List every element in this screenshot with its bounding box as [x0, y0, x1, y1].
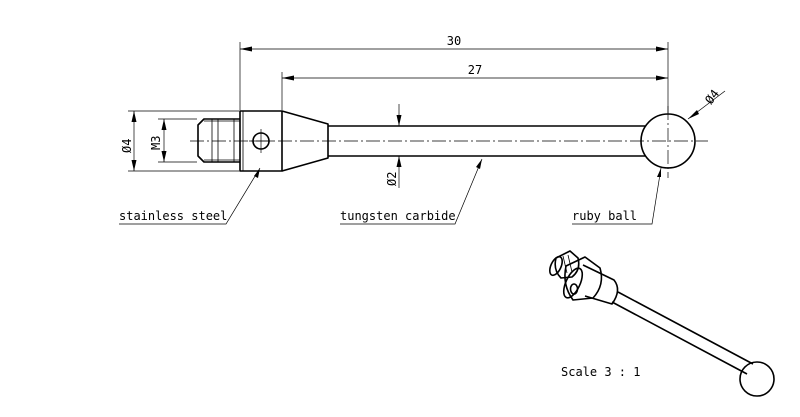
dimension-body-diameter: Ø4 — [120, 110, 239, 172]
stylus-isometric-view — [549, 250, 775, 397]
dimension-shaft: 27 — [281, 63, 668, 110]
dimension-thread: M3 — [149, 118, 197, 163]
thread-section — [197, 118, 240, 163]
iso-cross-hole — [569, 283, 579, 295]
stainless-steel-label: stainless steel — [119, 209, 227, 223]
label-ruby-ball: ruby ball — [572, 167, 662, 225]
tungsten-carbide-label: tungsten carbide — [340, 209, 456, 223]
ruby-ball-label: ruby ball — [572, 209, 637, 223]
iso-ruby-ball — [739, 361, 775, 397]
iso-thread — [549, 250, 580, 279]
dimension-ball: Ø4 — [687, 87, 726, 120]
dimension-overall: 30 — [239, 34, 669, 113]
iso-stem — [611, 291, 754, 375]
stem-diameter-text: Ø2 — [385, 172, 399, 186]
dimension-27-text: 27 — [468, 63, 482, 77]
iso-body — [562, 256, 603, 301]
scale-note: Scale 3 : 1 — [561, 365, 640, 379]
label-stainless-steel: stainless steel — [119, 167, 261, 225]
iso-cone — [582, 264, 619, 305]
dimension-30-text: 30 — [447, 34, 461, 48]
body-diameter-text: Ø4 — [120, 139, 134, 153]
carbide-stem — [328, 125, 645, 157]
thread-text: M3 — [149, 136, 163, 150]
stylus-side-view — [190, 106, 708, 178]
label-tungsten-carbide: tungsten carbide — [340, 158, 483, 225]
dimension-stem-diameter: Ø2 — [385, 104, 402, 188]
ball-diameter-text: Ø4 — [702, 87, 722, 107]
